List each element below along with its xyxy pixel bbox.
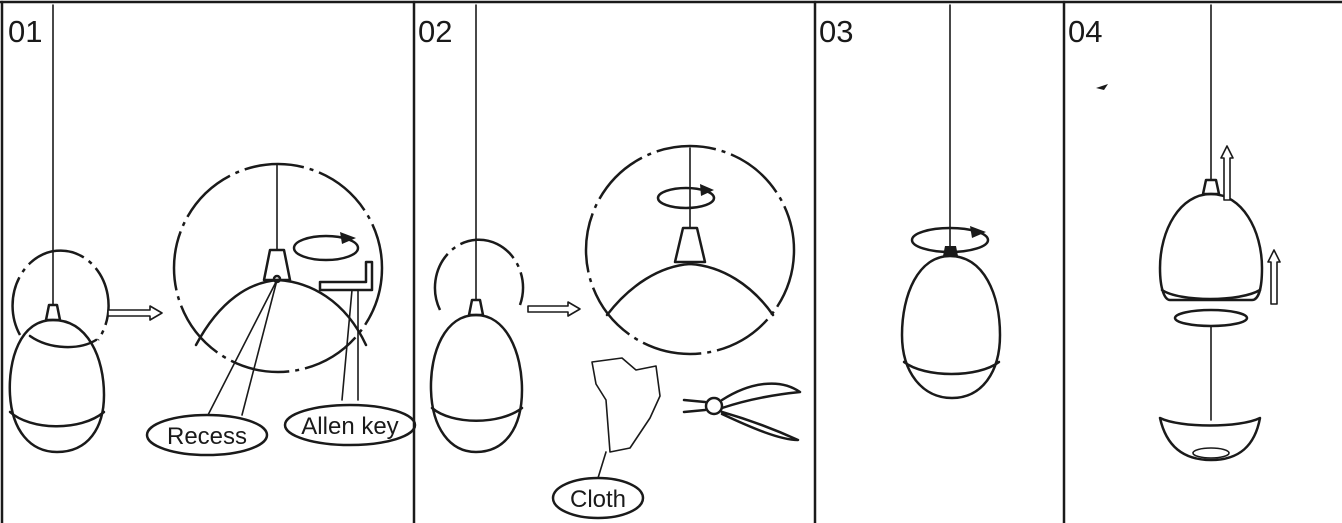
lift-arrow-2 [1267,249,1281,305]
magnify-arrow [527,301,581,317]
detail-shade-top [605,262,775,317]
panel-01: Recess Allen key [8,4,417,457]
allen-key [318,260,374,292]
lamp-shade [900,254,1002,400]
scan-mark [1096,84,1108,90]
detail-cap [262,248,292,282]
upper-shade-rim [1160,288,1262,301]
allen-key-label: Allen key [301,413,398,440]
shade-band-line [430,406,524,422]
lamp-shade [429,313,524,454]
lamp-cap [943,246,958,256]
magnify-arrow [107,305,163,321]
recess-leader-1 [207,279,278,416]
lamp-cap [44,303,62,322]
lamp-cap [1201,178,1221,196]
panel-04 [1096,4,1281,462]
shade-band-line [902,360,1001,376]
detail-shade-top [194,278,368,347]
rotate-arrow [292,234,360,262]
panel-number-03: 03 [819,14,853,49]
cloth-illustration [591,357,661,453]
upper-shade-shell [1158,192,1264,302]
panel-03 [900,4,1002,400]
upper-shade-opening [1173,308,1249,328]
rotate-arrow-head [700,184,714,196]
cloth-callout-bubble [551,476,645,520]
detail-zoom-circle [584,144,796,356]
detail-circle [11,249,110,341]
detail-circle [433,238,525,311]
shade-top-line [28,334,98,349]
pliers-icon [682,382,802,442]
lamp-shade [8,318,106,454]
recess-callout-bubble [145,413,269,457]
shade-band-line [8,410,106,428]
detail-cap [673,226,707,264]
cloth-leader [597,451,607,479]
panel-number-01: 01 [8,14,42,49]
panel-number-02: 02 [418,14,452,49]
rotate-arrow [656,186,716,210]
allen-key-callout-bubble [283,403,417,447]
detail-zoom-circle [172,162,384,374]
lower-bowl [1158,416,1262,462]
rotate-arrow-head [970,226,986,238]
lower-bowl-base [1192,447,1230,459]
panel-02: Cloth [429,4,802,520]
recess-label: Recess [167,423,247,450]
allen-key-leader-1 [341,289,353,401]
lamp-cap [467,298,485,317]
rotate-arrow-head [340,232,356,244]
panel-number-04: 04 [1068,14,1102,49]
lift-arrow-1 [1220,145,1234,201]
recess-leader-2 [241,279,278,416]
cloth-label: Cloth [570,486,626,513]
